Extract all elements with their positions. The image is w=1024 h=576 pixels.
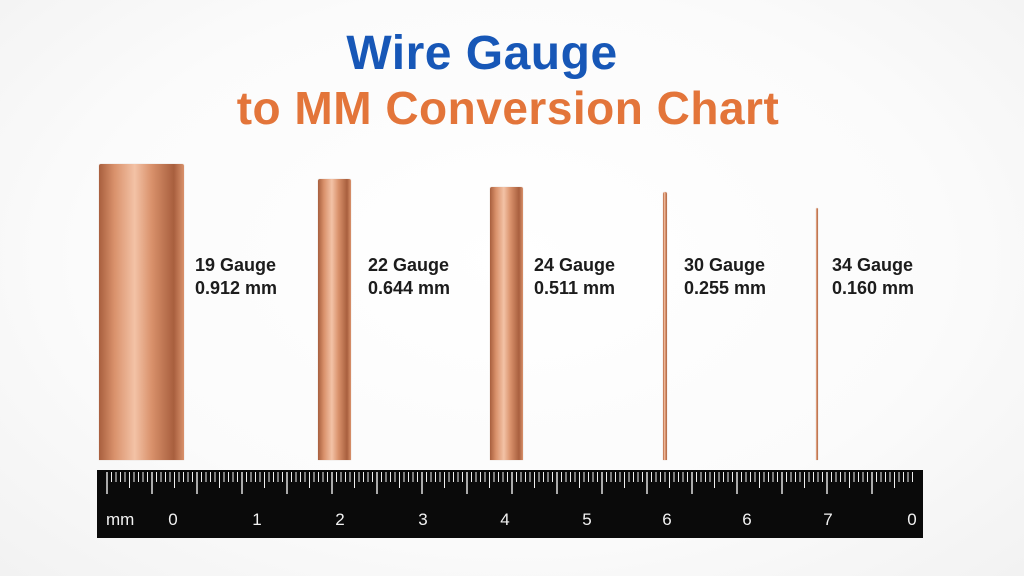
wire-gauge-label: 34 Gauge (832, 255, 914, 275)
wire-22-gauge (318, 179, 351, 460)
ruler-unit-label: mm (106, 510, 135, 529)
wire-diameter-label: 0.255 mm (684, 278, 767, 298)
ruler: mm 0 1 2 3 4 5 6 6 7 0 (97, 470, 923, 538)
ruler-ticks (106, 472, 913, 494)
ruler-number: 5 (582, 510, 592, 529)
ruler-number: 0 (907, 510, 917, 529)
wire-gauge-label: 19 Gauge (195, 255, 277, 275)
wire-diameter-label: 0.511 mm (534, 278, 616, 298)
wire-24-gauge (490, 187, 523, 460)
wire-label-34-gauge: 34 Gauge 0.160 mm (832, 254, 914, 300)
wire-diameter-label: 0.912 mm (195, 278, 278, 298)
wire-label-19-gauge: 19 Gauge 0.912 mm (195, 254, 277, 300)
wire-19-gauge (99, 164, 184, 460)
wire-label-24-gauge: 24 Gauge 0.511 mm (534, 254, 615, 300)
wire-gauge-label: 22 Gauge (368, 255, 450, 275)
ruler-number: 3 (418, 510, 428, 529)
ruler-number: 0 (168, 510, 178, 529)
wire-gauge-label: 24 Gauge (534, 255, 616, 275)
ruler-number: 1 (252, 510, 262, 529)
wire-diameter-label: 0.160 mm (832, 278, 915, 298)
wire-diameter-label: 0.644 mm (368, 278, 451, 298)
ruler-number: 6 (662, 510, 672, 529)
wire-gauge-label: 30 Gauge (684, 255, 766, 275)
title-line-2: to MM Conversion Chart (236, 82, 780, 134)
wire-label-22-gauge: 22 Gauge 0.644 mm (368, 254, 450, 300)
ruler-number: 2 (335, 510, 345, 529)
ruler-number: 7 (823, 510, 833, 529)
ruler-number: 6 (742, 510, 752, 529)
wire-label-30-gauge: 30 Gauge 0.255 mm (684, 254, 766, 300)
wire-30-gauge (663, 192, 667, 460)
wire-34-gauge (816, 208, 818, 460)
ruler-number: 4 (500, 510, 510, 529)
title-line-1: Wire Gauge (346, 27, 618, 80)
